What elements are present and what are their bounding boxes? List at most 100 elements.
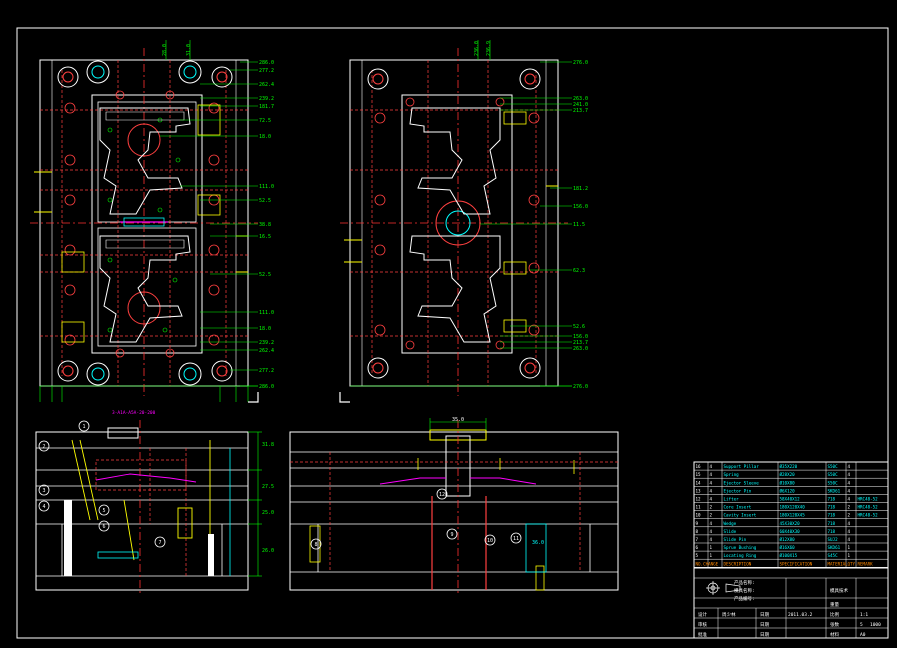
bom-cell: Slide Pin [724, 537, 747, 542]
dim-text: 111.0 [259, 184, 274, 190]
balloon-label: 7 [158, 540, 161, 546]
product-name-label: 产品名称: [734, 579, 755, 586]
bom-cell: SUJ2 [828, 537, 839, 542]
material-label: 材料 [830, 631, 839, 638]
bom-cell: 58X40X12 [780, 497, 801, 502]
bom-cell: 13 [696, 488, 702, 493]
dim-text: 25.0 [262, 510, 274, 516]
section-note: 3-A1A-A5A-20-200 [112, 410, 156, 416]
bom-cell: HRC48-52 [858, 497, 879, 502]
bom-table [693, 461, 889, 569]
bom-cell: 16 [696, 464, 702, 469]
bom-header-cell: SPECIFICATION [780, 561, 813, 566]
bom-header-cell: NO.CHANGE [696, 561, 719, 566]
dim-text: 263.0 [573, 96, 588, 102]
bom-cell: 6 [696, 545, 699, 550]
sheet-count: 5 [860, 622, 863, 628]
dim-text: 27.5 [262, 484, 274, 490]
bom-header-cell: REMARK [858, 561, 874, 566]
bom-cell: Core Insert [724, 505, 752, 510]
dim-text: 156.0 [573, 334, 588, 340]
bom-cell: 4 [848, 521, 851, 526]
bom-cell: 12 [696, 497, 702, 502]
bom-cell: Ø16X60 [780, 545, 796, 550]
bom-cell: Ø6X120 [780, 488, 796, 493]
dim-text: 181.7 [259, 104, 274, 110]
bom-cell: 718 [828, 521, 836, 526]
company-name: 模具技术 [830, 587, 848, 594]
bom-cell: 180X120X45 [780, 513, 806, 518]
dim-text: 31.0 [186, 44, 192, 56]
scale-label: 比例 [830, 611, 839, 618]
bom-cell: 11 [696, 505, 702, 510]
balloon-label: 12 [439, 492, 445, 498]
dim-text: 52.6 [573, 324, 585, 330]
bom-cell: 10 [696, 513, 702, 518]
bom-cell: Locating Ring [724, 553, 757, 558]
bom-cell: 15 [696, 472, 702, 477]
bom-cell: 5 [696, 553, 699, 558]
bom-cell: 4 [848, 464, 851, 469]
dim-text: 52.5 [259, 198, 271, 204]
paper-size: A0 [860, 632, 866, 638]
bom-cell: 4 [848, 497, 851, 502]
dim-text: 262.4 [259, 348, 274, 354]
bom-cell: 4 [710, 464, 713, 469]
dim-text: 18.0 [259, 326, 271, 332]
bom-cell: 2 [848, 505, 851, 510]
approve-label: 批准 [698, 631, 707, 638]
bom-cell: Slide [724, 529, 737, 534]
bom-cell: 4 [848, 488, 851, 493]
dim-text: 36.0 [532, 540, 544, 546]
dim-text: 62.3 [573, 268, 585, 274]
balloon-label: 4 [42, 504, 45, 510]
bom-cell: SKD61 [828, 545, 841, 550]
bom-cell: 2 [710, 505, 713, 510]
bom-cell: SKD61 [828, 488, 841, 493]
bom-cell: 4 [848, 529, 851, 534]
bom-cell: S50C [828, 472, 839, 477]
bom-cell: 7 [696, 537, 699, 542]
sheet-label: 张数 [830, 621, 839, 628]
bom-cell: 60X40X30 [780, 529, 801, 534]
bom-cell: 4 [710, 497, 713, 502]
bom-cell: 4 [848, 480, 851, 485]
bom-cell: S50C [828, 464, 839, 469]
bom-cell: 4 [710, 488, 713, 493]
dim-text: 31.8 [262, 442, 274, 448]
bom-header-cell: DESCRIPTION [724, 561, 752, 566]
drawing-date: 2011.03.2 [788, 612, 813, 618]
projection-symbol-icon [706, 581, 741, 595]
balloon-label: 3 [42, 488, 45, 494]
bom-cell: Sprue Bushing [724, 545, 757, 550]
section-view-left [35, 420, 262, 596]
dim-text: 276.0 [573, 60, 588, 66]
dim-text: 18.0 [259, 134, 271, 140]
bom-cell: 9 [696, 521, 699, 526]
dim-text: 213.7 [573, 108, 588, 114]
bom-cell: 4 [848, 537, 851, 542]
bom-cell: 4 [848, 472, 851, 477]
dim-text: 26.0 [262, 548, 274, 554]
dim-text: 262.4 [259, 82, 274, 88]
bom-header-cell: QTY. [848, 561, 858, 566]
dim-text: 35.0 [452, 417, 464, 423]
bom-cell: 718 [828, 497, 836, 502]
dim-text: 213.7 [573, 340, 588, 346]
dim-text: 156.0 [573, 204, 588, 210]
weight-label: 重量 [830, 601, 839, 608]
dim-text: 38.8 [259, 222, 271, 228]
balloon-label: 5 [102, 508, 105, 514]
dim-text: 52.5 [259, 272, 271, 278]
dim-text: 236.0 [474, 41, 480, 56]
balloon-label: 9 [450, 532, 453, 538]
dim-text: 286.0 [259, 60, 274, 66]
dim-text: 277.2 [259, 68, 274, 74]
bom-cell: HRC48-52 [858, 505, 879, 510]
bom-cell: 14 [696, 480, 702, 485]
drawn-label: 设计 [698, 611, 707, 618]
scale-value: 1:1 [860, 612, 868, 618]
date-label: 日期 [760, 612, 769, 618]
bom-cell: Ø10X80 [780, 480, 796, 485]
